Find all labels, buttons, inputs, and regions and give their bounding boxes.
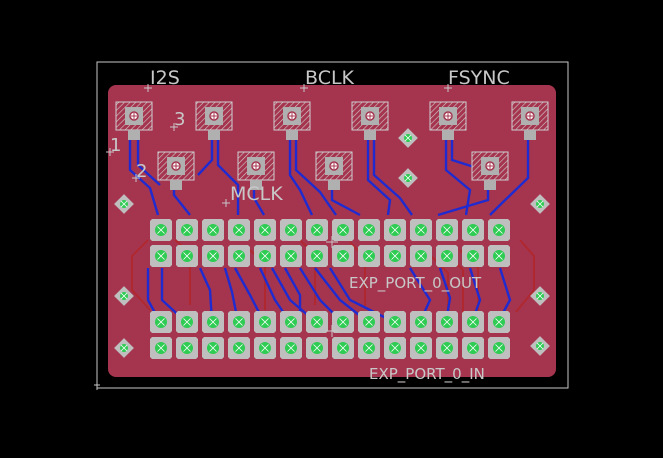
header-pin [254, 245, 276, 267]
header-pin [150, 337, 172, 359]
mounting-via [398, 128, 418, 148]
label-pin-2: 2 [136, 161, 147, 182]
header-pin [254, 311, 276, 333]
smd-connector [273, 101, 311, 140]
header-pin [176, 311, 198, 333]
header-pin [150, 219, 172, 241]
header-pin [306, 311, 328, 333]
header-pin [254, 219, 276, 241]
smd-connector [429, 101, 467, 140]
header-pin [280, 245, 302, 267]
header-pin [358, 219, 380, 241]
header-pin [332, 245, 354, 267]
header-pin [358, 337, 380, 359]
header-pin [306, 337, 328, 359]
header-pin [358, 245, 380, 267]
header-pin [410, 219, 432, 241]
label-pin-1: 1 [110, 135, 121, 156]
smd-connector [157, 151, 195, 190]
header-pin [150, 311, 172, 333]
header-pin [436, 219, 458, 241]
mounting-via [114, 194, 134, 214]
header-pin [410, 245, 432, 267]
header-pin [228, 311, 250, 333]
header-pin [306, 219, 328, 241]
smd-connector [237, 151, 275, 190]
header-pin [176, 245, 198, 267]
header-pin [436, 245, 458, 267]
header-pin [280, 337, 302, 359]
header-pin [332, 337, 354, 359]
board-outline [96, 61, 569, 389]
smd-connector [195, 101, 233, 140]
header-pin [228, 219, 250, 241]
header-pin [176, 219, 198, 241]
smd-connector [315, 151, 353, 190]
header-pin [384, 245, 406, 267]
header-pin [228, 245, 250, 267]
header-pin [436, 311, 458, 333]
smd-connector [511, 101, 549, 140]
mounting-via [398, 168, 418, 188]
label-pin-3: 3 [174, 109, 185, 130]
mounting-via [530, 336, 550, 356]
header-pin [384, 219, 406, 241]
header-pin [176, 337, 198, 359]
header-pin [280, 311, 302, 333]
smd-connector-group [115, 101, 549, 190]
header-pin [462, 337, 484, 359]
label-mclk: MCLK [230, 183, 283, 205]
smd-connector [351, 101, 389, 140]
header-pin [436, 337, 458, 359]
header-pin [462, 311, 484, 333]
label-exp-port-out: EXP_PORT_0_OUT [349, 274, 482, 293]
label-i2s: I2S [150, 67, 180, 89]
header-pin [410, 337, 432, 359]
mounting-via [114, 338, 134, 358]
label-bclk: BCLK [305, 67, 355, 89]
mounting-via [530, 286, 550, 306]
header-pin [358, 311, 380, 333]
mounting-via [114, 286, 134, 306]
label-fsync: FSYNC [448, 67, 510, 89]
header-pin [150, 245, 172, 267]
header-pin [228, 337, 250, 359]
header-pin [332, 219, 354, 241]
header-pin [488, 245, 510, 267]
header-pin [462, 219, 484, 241]
header-exp-port-in [150, 311, 510, 359]
header-pin [306, 245, 328, 267]
header-pin [332, 311, 354, 333]
header-pin [202, 219, 224, 241]
header-pin [254, 337, 276, 359]
header-exp-port-out [150, 219, 510, 267]
header-pin [488, 337, 510, 359]
header-pin [202, 311, 224, 333]
header-pin [462, 245, 484, 267]
header-pin [280, 219, 302, 241]
header-pin [488, 219, 510, 241]
header-pin [410, 311, 432, 333]
header-pin [202, 245, 224, 267]
smd-connector [471, 151, 509, 190]
header-pin [488, 311, 510, 333]
origin-marks [94, 84, 452, 390]
header-pin [384, 311, 406, 333]
header-pin [202, 337, 224, 359]
smd-connector [115, 101, 153, 140]
label-exp-port-in: EXP_PORT_0_IN [369, 365, 485, 384]
header-pin [384, 337, 406, 359]
